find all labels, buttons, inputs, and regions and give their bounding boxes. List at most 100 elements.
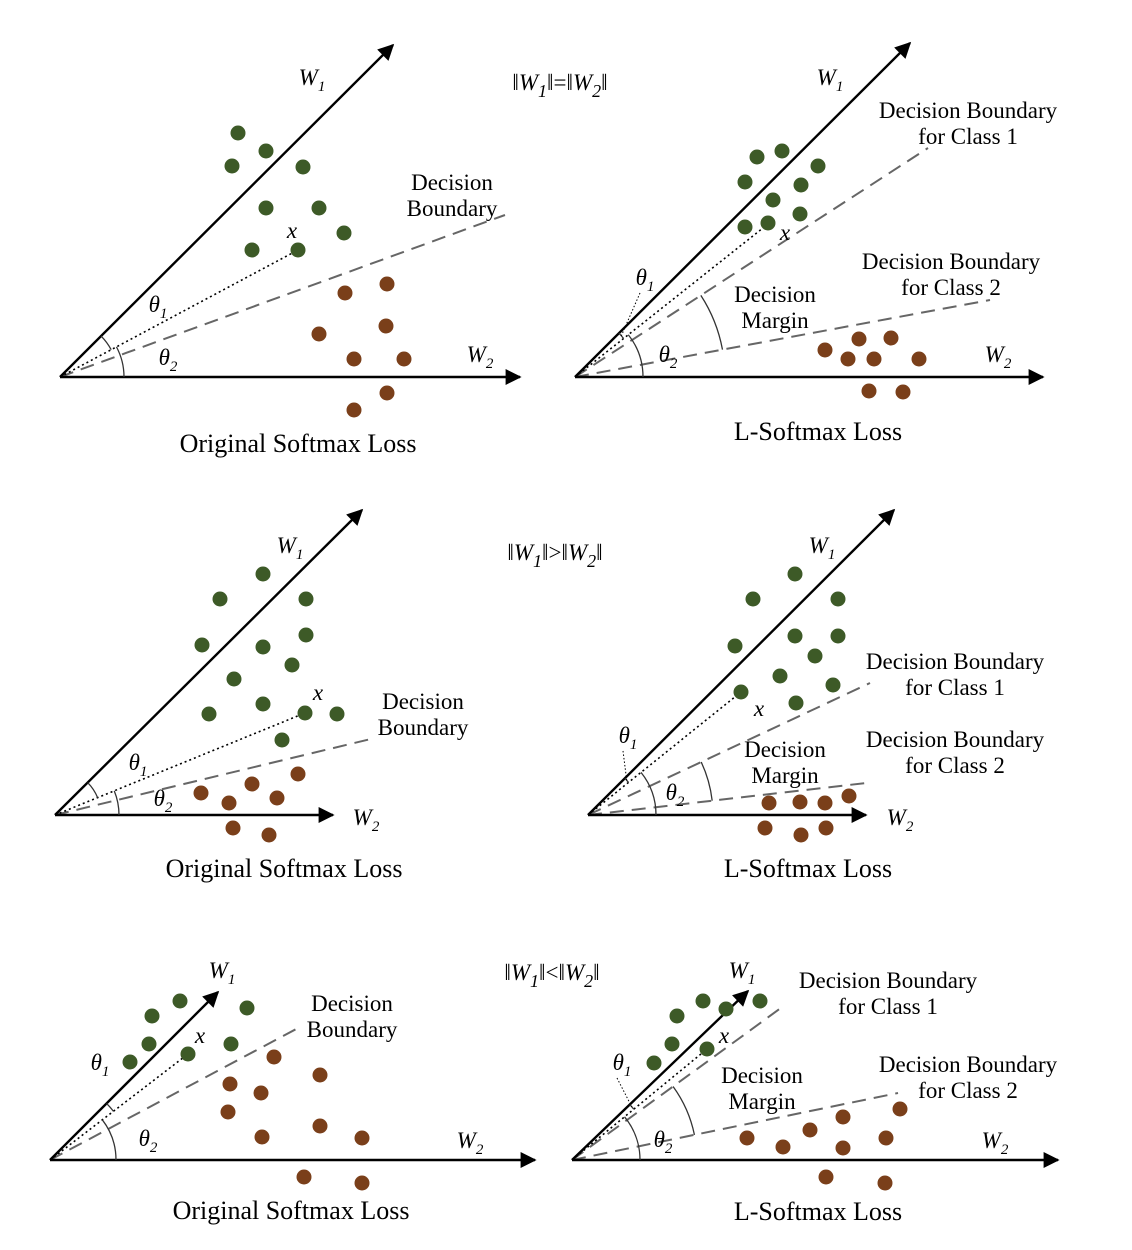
class2-point <box>817 795 833 811</box>
theta1-label-sub: 1 <box>630 737 638 753</box>
theta1-label-base: θ <box>636 265 647 290</box>
decision-boundary-class2 <box>587 782 867 816</box>
class1-point <box>752 993 768 1009</box>
class1-point <box>788 695 804 711</box>
theta1-arc <box>624 777 630 783</box>
w2-symbol: W <box>565 960 586 985</box>
class1-point <box>727 638 743 654</box>
theta2-label: θ2 <box>139 1126 158 1156</box>
theta2-label-sub: 2 <box>170 359 178 375</box>
decision-boundary <box>54 737 376 816</box>
boundary-class2-label-line: Decision Boundary <box>866 727 1045 752</box>
decision-boundary-class1 <box>587 682 871 816</box>
class1-point <box>224 158 240 174</box>
class1-point <box>258 200 274 216</box>
class2-point <box>354 1130 370 1146</box>
theta2-label-base: θ <box>154 786 165 811</box>
boundary-class1-label-line: Decision Boundary <box>879 98 1058 123</box>
norm-condition-header: ‖W1‖>‖W2‖ <box>507 540 602 571</box>
x-label: x <box>286 218 298 243</box>
w2-label: W2 <box>353 805 380 835</box>
boundary-class1-label-line: Decision Boundary <box>799 968 978 993</box>
theta1-arc <box>618 332 625 339</box>
boundary-class2-label-line: for Class 2 <box>905 753 1005 778</box>
w1-label: W1 <box>809 533 836 563</box>
w1-arrow <box>59 43 395 378</box>
w2-symbol: W <box>568 540 589 565</box>
decision-boundary-label-line: Decision <box>382 689 464 714</box>
class2-point <box>792 794 808 810</box>
boundary-class2-label-line: for Class 2 <box>901 275 1001 300</box>
decision-margin-label-line: Decision <box>744 737 826 762</box>
class2-point <box>221 795 237 811</box>
theta2-arc <box>113 790 120 816</box>
panel-title: Original Softmax Loss <box>166 854 403 883</box>
class1-point <box>244 242 260 258</box>
class2-point <box>396 351 412 367</box>
class2-point <box>878 1130 894 1146</box>
w2-label-sub: 2 <box>1004 356 1012 372</box>
class1-point <box>760 215 776 231</box>
class1-point <box>787 628 803 644</box>
class2-point <box>911 351 927 367</box>
class2-point <box>354 1175 370 1191</box>
class2-point <box>835 1109 851 1125</box>
class2-point <box>841 788 857 804</box>
class1-point <box>699 1041 715 1057</box>
class2-point <box>895 384 911 400</box>
theta2-label-base: θ <box>654 1127 665 1152</box>
class2-point <box>261 827 277 843</box>
theta1-label-base: θ <box>91 1050 102 1075</box>
theta2-label: θ2 <box>654 1127 673 1157</box>
theta2-arc <box>115 346 125 378</box>
decision-margin-label-line: Decision <box>734 282 816 307</box>
w1-label-base: W <box>277 533 298 558</box>
norm-bar: ‖ <box>593 960 599 985</box>
decision-boundary-label-line: Decision <box>311 991 393 1016</box>
class2-point <box>244 776 260 792</box>
class1-point <box>807 648 823 664</box>
class2-point <box>739 1130 755 1146</box>
theta2-label-base: θ <box>159 345 170 370</box>
class2-point <box>818 820 834 836</box>
decision-boundary-label-line: Boundary <box>307 1017 398 1042</box>
class2-point <box>877 1175 893 1191</box>
w1-arrow <box>587 508 896 816</box>
x-label: x <box>312 680 324 705</box>
theta1-label: θ1 <box>129 750 148 780</box>
feature-vector-x <box>49 1053 189 1161</box>
theta1-leader <box>616 1077 633 1108</box>
theta1-label-base: θ <box>613 1050 624 1075</box>
comparison-operator: ‖>‖ <box>542 540 568 565</box>
class1-point <box>274 732 290 748</box>
class2-point <box>851 331 867 347</box>
theta1-arc <box>100 335 112 351</box>
class1-point <box>765 192 781 208</box>
w1-label-sub: 1 <box>318 79 326 95</box>
class1-point <box>737 174 753 190</box>
theta1-label-sub: 1 <box>140 764 148 780</box>
boundary-class1-label-line: for Class 1 <box>918 124 1018 149</box>
decision-margin-arc <box>672 1086 696 1135</box>
class2-point <box>840 351 856 367</box>
theta1-label: θ1 <box>149 292 168 322</box>
class1-point <box>194 637 210 653</box>
w2-label-sub: 2 <box>906 819 914 835</box>
w1-label-base: W <box>817 65 838 90</box>
w2-label: W2 <box>457 1128 484 1158</box>
class2-point <box>861 383 877 399</box>
boundary-class2-label-line: Decision Boundary <box>862 249 1041 274</box>
w1-arrow <box>54 508 364 816</box>
class1-point <box>230 125 246 141</box>
w2-label-base: W <box>467 342 488 367</box>
w2-subscript: 2 <box>592 81 601 101</box>
theta1-label-sub: 1 <box>102 1064 110 1080</box>
panel-title: Original Softmax Loss <box>173 1196 410 1225</box>
panel-title: L-Softmax Loss <box>734 417 902 446</box>
class2-point <box>225 820 241 836</box>
class2-point <box>835 1140 851 1156</box>
theta2-label-sub: 2 <box>150 1140 158 1156</box>
